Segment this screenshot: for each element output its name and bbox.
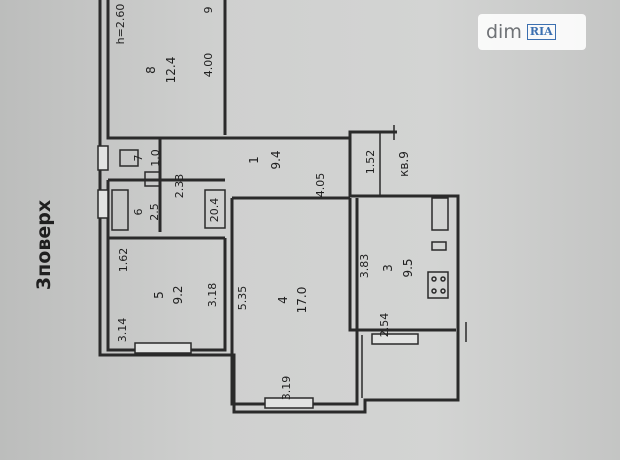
dimension: 1.62	[117, 248, 130, 273]
dimension: 3.83	[358, 254, 371, 279]
room-6-area: 2.5	[148, 203, 161, 221]
room-6-number: 6	[132, 209, 145, 216]
room-1-area: 9.4	[269, 150, 283, 169]
window	[371, 333, 419, 345]
window	[264, 397, 314, 409]
room-3-number: 3	[381, 264, 395, 272]
room-5-area: 9.2	[171, 285, 185, 304]
labels: 3поверх кв.9 h=2.60 9 1 9.4 3 9.5 4 17.0…	[33, 4, 415, 401]
window	[97, 145, 109, 171]
dimension: 5.35	[236, 286, 249, 311]
dimension: 1.52	[364, 150, 377, 175]
dimension: 2.33	[173, 174, 186, 199]
watermark-logo: RIA	[526, 24, 556, 40]
room-1-number: 1	[247, 156, 261, 164]
apartment-label: кв.9	[397, 151, 411, 177]
room-partial: 9	[202, 7, 215, 14]
room-8-number: 8	[144, 66, 158, 74]
room-8-area: 12.4	[164, 57, 178, 84]
windows	[97, 145, 419, 409]
window	[134, 342, 192, 354]
floor-label: 3поверх	[33, 200, 55, 290]
window	[97, 189, 109, 219]
ceiling-height: h=2.60	[114, 4, 127, 45]
dimension: 2.54	[378, 313, 391, 338]
room-7-area: 1.0	[149, 149, 162, 167]
watermark: dim RIA	[478, 14, 586, 50]
small-area: 20.4	[208, 198, 221, 223]
room-4-number: 4	[276, 296, 290, 304]
room-5-number: 5	[152, 291, 166, 299]
watermark-text: dim	[486, 21, 522, 43]
dimension: 4.05	[314, 173, 327, 198]
dimension: 3.19	[280, 376, 293, 401]
room-3-area: 9.5	[401, 258, 415, 277]
thin-lines	[111, 125, 467, 398]
room-4-area: 17.0	[295, 287, 309, 314]
dimension: 3.14	[116, 318, 129, 343]
room-7-number: 7	[132, 155, 145, 162]
dimension: 4.00	[202, 53, 215, 78]
dimension: 3.18	[206, 283, 219, 308]
